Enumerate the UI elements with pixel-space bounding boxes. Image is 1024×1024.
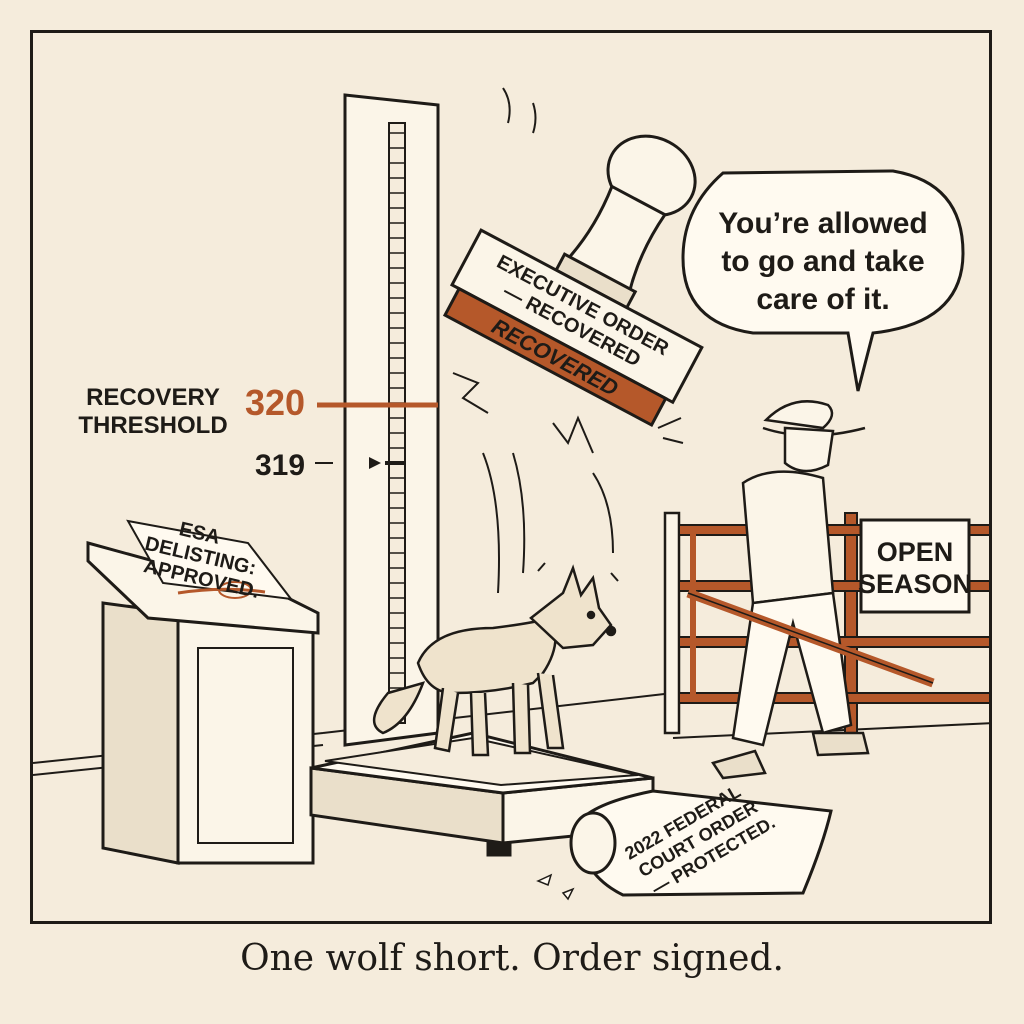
cowboy <box>686 400 935 780</box>
current-arrow-icon <box>369 457 381 469</box>
speech-line2: to go and take <box>721 245 924 278</box>
threshold-label-1: RECOVERY <box>86 384 220 411</box>
comic-panel: RECOVERY THRESHOLD 320 319 ESA DELISTING… <box>30 30 992 924</box>
motion-lines <box>452 87 684 594</box>
speech-bubble: You’re allowed to go and take care of it… <box>681 169 965 392</box>
podium <box>86 519 320 865</box>
wolf <box>373 562 619 757</box>
threshold-value: 320 <box>245 382 305 423</box>
threshold-label-2: THRESHOLD <box>78 412 227 439</box>
current-count: 319 <box>255 449 305 482</box>
sign-line2: SEASON <box>858 569 972 599</box>
speech-line1: You’re allowed <box>718 207 928 240</box>
speech-line3: care of it. <box>756 283 889 316</box>
open-season-sign: OPEN SEASON <box>858 518 972 614</box>
height-ruler <box>315 93 440 747</box>
sign-line1: OPEN <box>877 537 954 567</box>
comic-scene: RECOVERY THRESHOLD 320 319 ESA DELISTING… <box>33 87 989 901</box>
caption: One wolf short. Order signed. <box>240 938 784 979</box>
court-order-scroll: 2022 FEDERAL COURT ORDER — PROTECTED. <box>536 781 833 901</box>
